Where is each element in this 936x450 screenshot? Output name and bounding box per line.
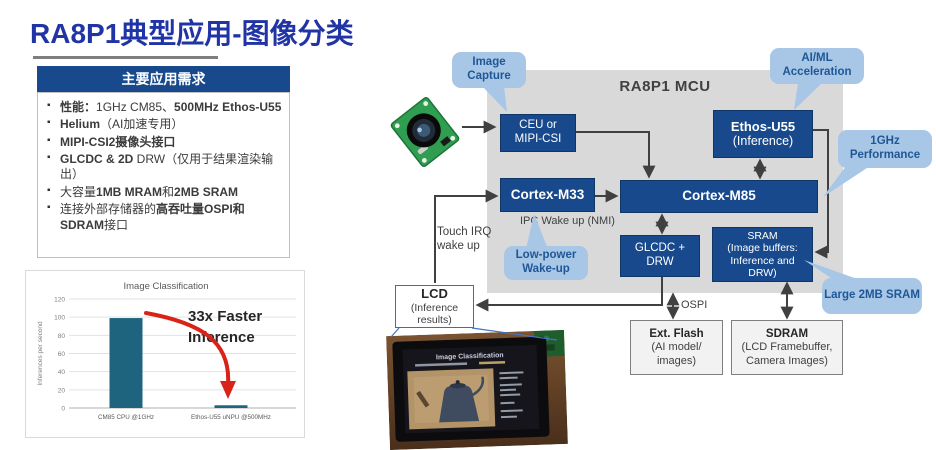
lcd-demo-illustration: Image Classification [386, 329, 568, 450]
title-underline [33, 56, 218, 59]
callout-image-capture: Image Capture [452, 52, 526, 88]
svg-text:120: 120 [54, 297, 65, 304]
touch-irq-label: Touch IRQ wake up [437, 226, 492, 253]
block-lcd: LCD (Inference results) [395, 285, 474, 328]
requirement-item: 性能：1GHz CM85、500MHz Ethos-U55 [46, 100, 283, 115]
block-line: Cortex-M33 [510, 186, 585, 202]
block-sdram: SDRAM (LCD Framebuffer, Camera Images) [731, 320, 843, 375]
block-line: (AI model/ [651, 341, 702, 354]
block-cortex-m33: Cortex-M33 [500, 178, 595, 212]
block-line: Camera Images) [746, 354, 828, 367]
block-line: results) [417, 314, 452, 327]
block-line: (Inference) [732, 134, 794, 149]
block-line: CEU or [519, 119, 557, 132]
requirements-header: 主要应用需求 [37, 66, 290, 92]
callout-aiml-acceleration: AI/ML Acceleration [770, 48, 864, 84]
block-line: (LCD Framebuffer, [741, 341, 833, 354]
svg-text:Image Classification: Image Classification [123, 281, 208, 292]
requirement-item: 连接外部存储器的高吞吐量OSPI和SDRAM接口 [46, 202, 283, 233]
requirement-item: MIPI-CSI2摄像头接口 [46, 135, 283, 150]
requirement-item: Helium（AI加速专用） [46, 117, 283, 132]
callout-low-power-wakeup: Low-power Wake-up [504, 246, 588, 280]
block-ethos-u55: Ethos-U55 (Inference) [713, 110, 813, 158]
camera-module-photo [388, 92, 462, 172]
svg-text:Inference: Inference [188, 329, 255, 346]
requirements-panel: 性能：1GHz CM85、500MHz Ethos-U55Helium（AI加速… [37, 92, 290, 258]
svg-text:Inferences per second: Inferences per second [37, 321, 44, 386]
svg-text:CM85 CPU @1GHz: CM85 CPU @1GHz [98, 414, 154, 421]
lcd-screen-title: Image Classification [436, 352, 504, 361]
requirement-item: 大容量1MB MRAM和2MB SRAM [46, 185, 283, 200]
block-line: Cortex-M85 [682, 188, 756, 204]
bar-chart-canvas: Image Classification 0 20 40 60 80 100 120Infer… [37, 281, 296, 421]
requirements-list: 性能：1GHz CM85、500MHz Ethos-U55Helium（AI加速… [46, 100, 283, 233]
ipc-wakeup-label: IPC Wake up (NMI) [520, 215, 615, 227]
svg-text:20: 20 [58, 387, 66, 394]
svg-text:33x Faster: 33x Faster [188, 308, 262, 325]
block-line: DRW) [748, 266, 777, 279]
block-line: GLCDC + [634, 242, 686, 255]
block-line: Ext. Flash [649, 328, 704, 341]
svg-text:0: 0 [61, 406, 65, 413]
block-line: LCD [421, 285, 448, 301]
block-glcdc-drw: GLCDC + DRW [620, 235, 700, 277]
block-cortex-m85: Cortex-M85 [620, 180, 818, 213]
svg-text:80: 80 [58, 333, 66, 340]
requirement-item: GLCDC & 2D DRW（仅用于结果渲染输出） [46, 152, 283, 183]
block-line: DRW [646, 256, 674, 268]
lcd-demo-photo: Image Classification [386, 329, 568, 450]
svg-text:40: 40 [58, 369, 66, 376]
camera-module-illustration [390, 97, 460, 167]
ospi-label: OSPI [681, 299, 708, 311]
block-ceu-mipi-csi: CEU or MIPI-CSI [500, 114, 576, 152]
block-sram: SRAM (Image buffers: Inference and DRW) [712, 227, 813, 282]
svg-text:100: 100 [54, 315, 65, 322]
block-line: Inference and [730, 254, 795, 267]
block-line: SRAM [747, 229, 778, 242]
block-ext-flash: Ext. Flash (AI model/ images) [630, 320, 723, 375]
callout-1ghz-performance: 1GHz Performance [838, 130, 932, 168]
svg-text:Ethos-U55 uNPU @500MHz: Ethos-U55 uNPU @500MHz [191, 414, 271, 421]
block-line: Ethos-U55 [730, 118, 796, 134]
callout-large-2mb-sram: Large 2MB SRAM [822, 278, 922, 314]
mcu-title: RA8P1 MCU [619, 78, 711, 95]
block-line: (Inference [410, 301, 459, 314]
block-line: (Image buffers: [727, 242, 798, 255]
svg-text:60: 60 [58, 351, 66, 358]
block-line: SDRAM [765, 328, 809, 341]
page-title: RA8P1典型应用-图像分类 [30, 18, 354, 49]
block-line: MIPI-CSI [514, 133, 562, 145]
block-line: images) [656, 354, 697, 367]
